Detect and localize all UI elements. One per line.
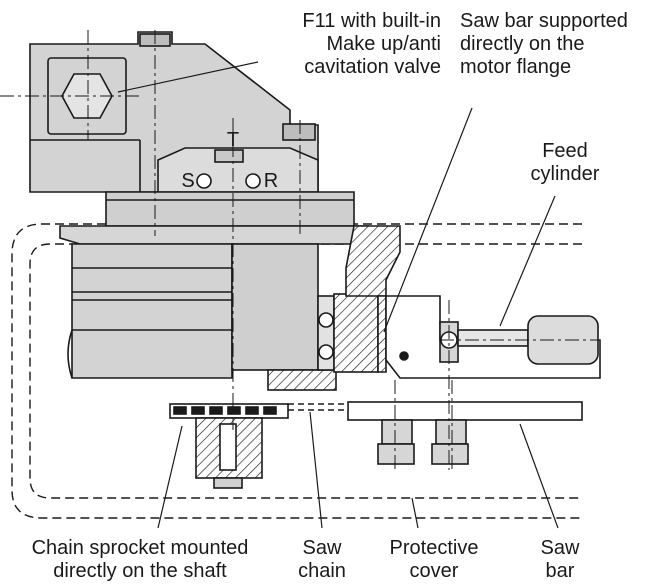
saw-bar-supported-label: Saw bar supported directly on the motor … xyxy=(460,10,628,78)
feed-cylinder xyxy=(439,315,599,365)
motor-flange xyxy=(59,225,369,245)
f11-valve-label: F11 with built-in Make up/anti cavitatio… xyxy=(302,10,441,78)
saw-bar-label: Saw bar xyxy=(540,537,580,582)
port-r-label: R xyxy=(263,170,279,192)
leader-lines xyxy=(117,61,559,529)
bearing-housing xyxy=(231,243,379,391)
flange-section-hatched xyxy=(345,225,401,373)
valve-block xyxy=(29,31,319,193)
motor-body xyxy=(67,243,233,379)
port-t-label: T xyxy=(226,129,240,151)
chain-sprocket xyxy=(169,403,289,489)
motor-upper-housing xyxy=(105,191,355,227)
chain-sprocket-label: Chain sprocket mounted directly on the s… xyxy=(31,537,249,582)
mounting-bolts xyxy=(377,419,469,465)
protective-cover-label: Protective cover xyxy=(389,537,479,582)
center-lines xyxy=(0,30,600,470)
saw-bar xyxy=(347,401,583,421)
saw-chain-label: Saw chain xyxy=(298,537,346,582)
feed-cylinder-label: Feed cylinder xyxy=(530,140,600,185)
port-s-label: S xyxy=(181,170,195,192)
protective-cover-outline xyxy=(11,223,582,519)
saw-chain xyxy=(287,403,349,411)
